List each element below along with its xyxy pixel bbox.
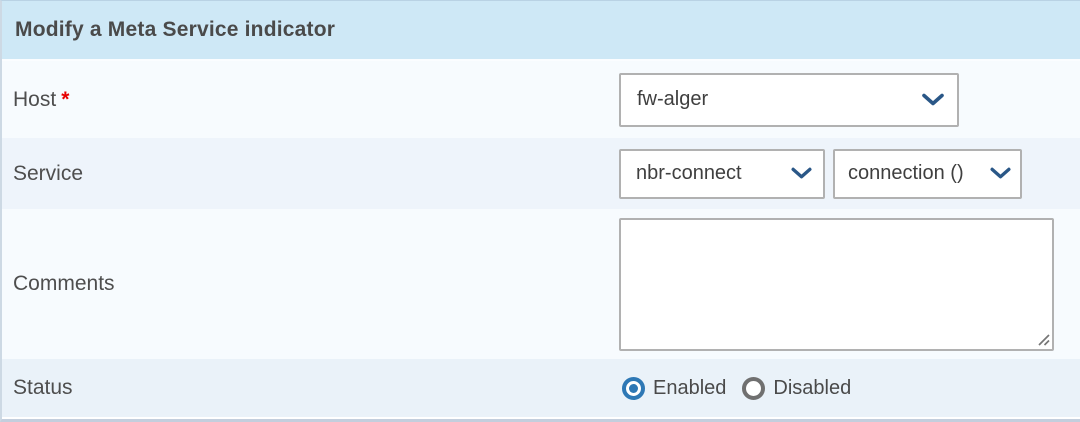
metric-select-value: connection (): [848, 162, 964, 184]
required-asterisk: *: [61, 87, 70, 111]
service-select-value: nbr-connect: [636, 162, 742, 184]
chevron-down-icon: [915, 93, 945, 107]
service-field-cell: nbr-connect connection (): [619, 148, 1080, 199]
comments-textarea[interactable]: [619, 217, 1054, 351]
radio-dot: [629, 383, 638, 393]
status-radio-disabled[interactable]: Disabled: [742, 376, 852, 400]
host-field-cell: fw-alger: [619, 72, 1080, 127]
chevron-down-icon: [784, 167, 813, 180]
form-row-comments: Comments: [2, 209, 1080, 359]
radio-selected-icon[interactable]: [622, 376, 645, 400]
host-select-value: fw-alger: [637, 88, 709, 110]
comments-textarea-wrap: [619, 217, 1054, 351]
comments-label: Comments: [13, 272, 115, 295]
status-disabled-label[interactable]: Disabled: [773, 376, 852, 399]
status-radio-enabled[interactable]: Enabled: [622, 376, 727, 400]
service-select[interactable]: nbr-connect: [619, 148, 825, 199]
radio-unselected-icon[interactable]: [742, 376, 766, 400]
host-label: Host*: [2, 88, 619, 112]
status-radio-group: Enabled Disabled: [619, 376, 852, 400]
comments-field-cell: [619, 217, 1080, 351]
metric-select[interactable]: connection (): [833, 148, 1022, 199]
form-row-host: Host* fw-alger: [2, 61, 1080, 138]
resize-handle-icon[interactable]: [1036, 332, 1050, 346]
chevron-down-icon: [983, 167, 1012, 180]
form-header: Modify a Meta Service indicator: [2, 1, 1080, 61]
service-label: Service: [13, 161, 84, 185]
status-label: Status: [13, 376, 73, 399]
form-title: Modify a Meta Service indicator: [15, 18, 336, 41]
status-enabled-label[interactable]: Enabled: [653, 376, 727, 399]
host-label-text: Host: [13, 87, 57, 111]
status-field-cell: Enabled Disabled: [619, 376, 1080, 400]
host-select[interactable]: fw-alger: [619, 72, 959, 127]
form-row-service: Service nbr-connect connection (): [2, 138, 1080, 209]
form-row-status: Status Enabled Disabled: [2, 359, 1080, 417]
